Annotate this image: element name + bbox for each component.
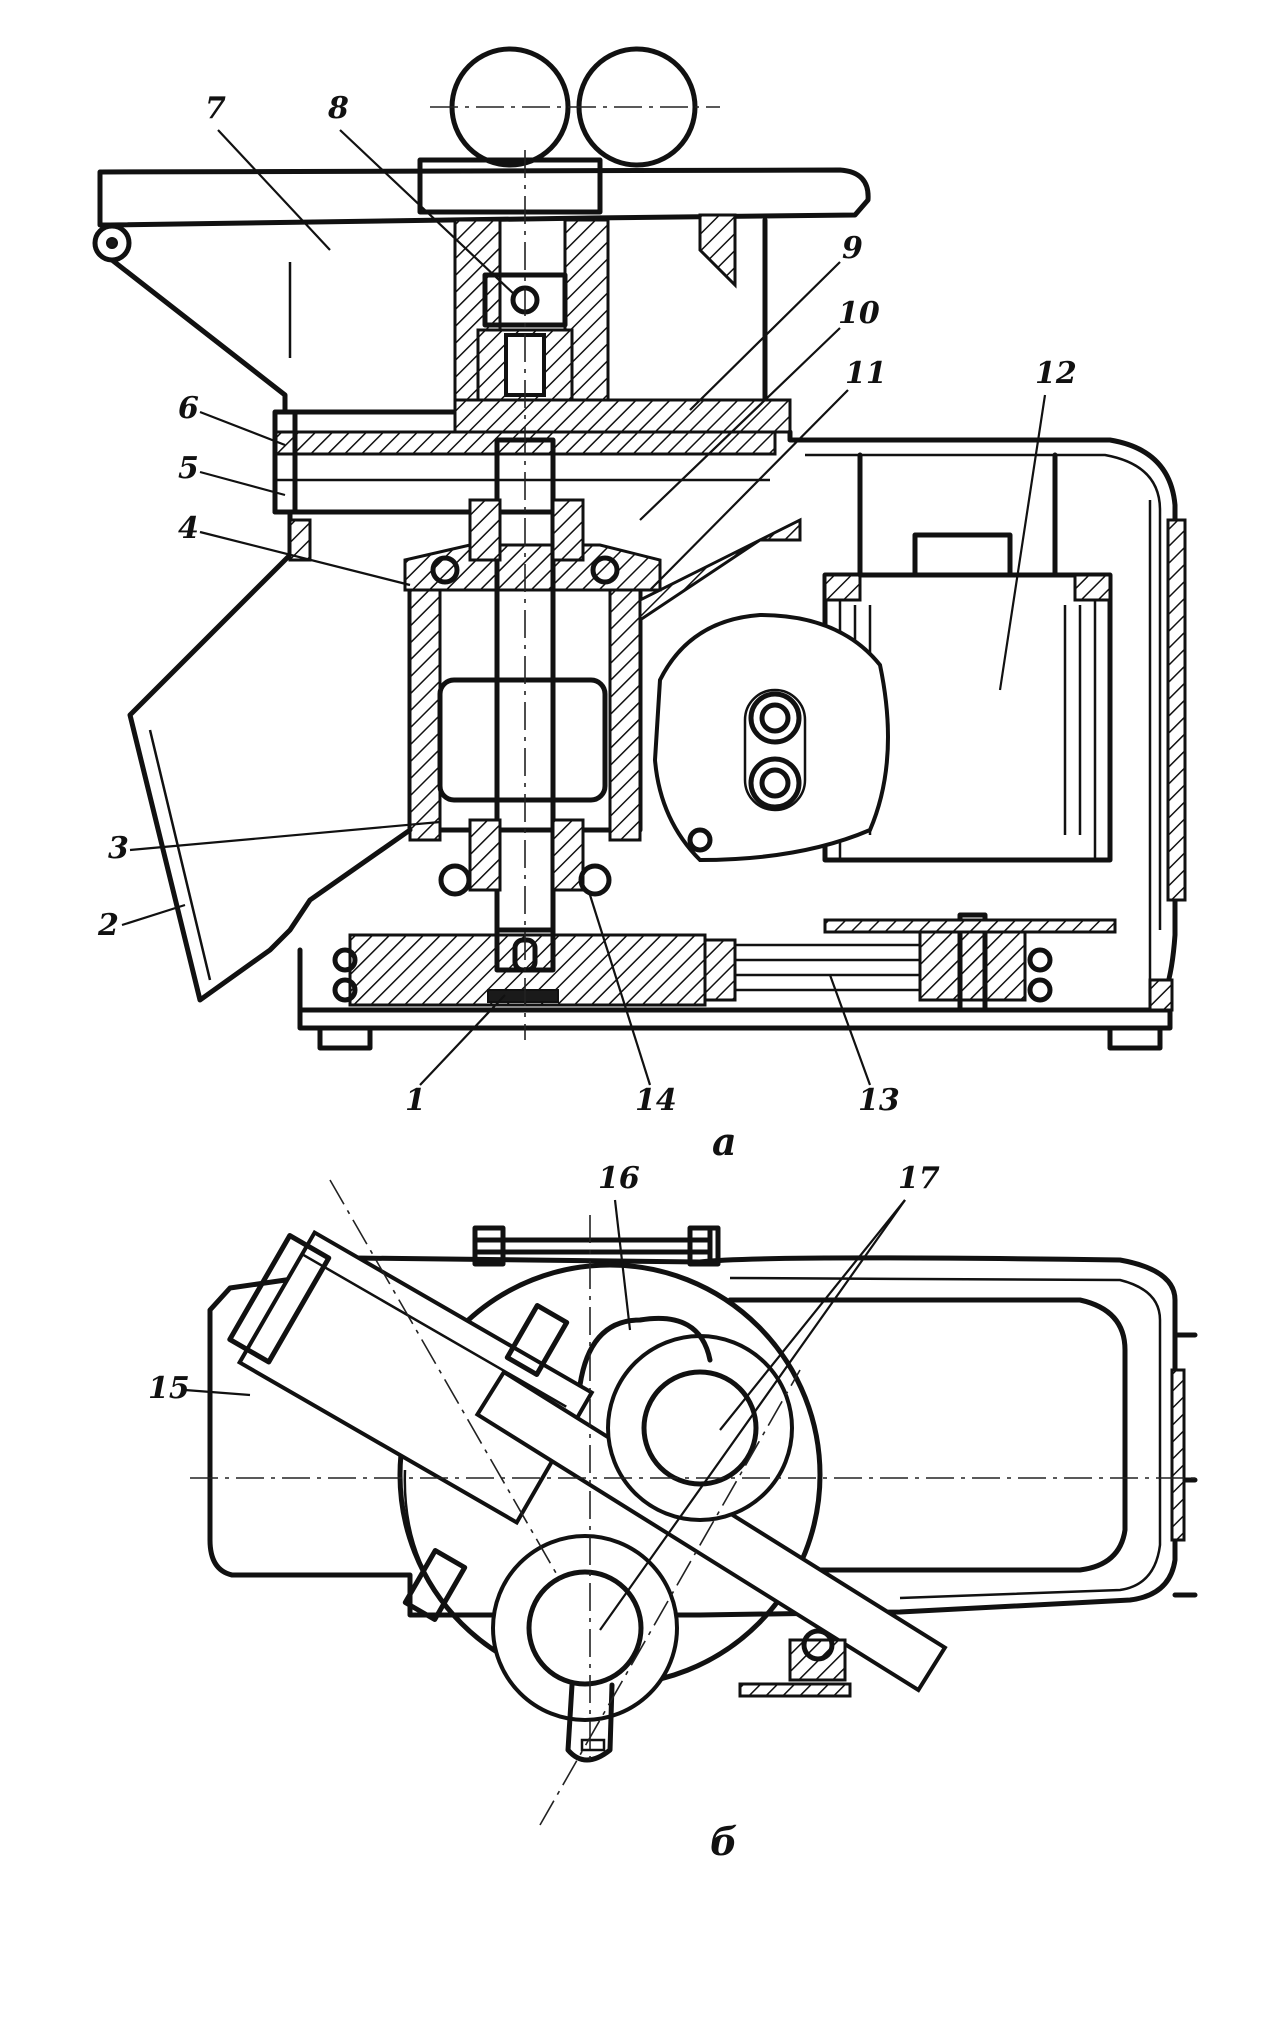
label-3: 3 [108, 831, 129, 866]
plan-body-outline [207, 1255, 1178, 1618]
view-b-labels: 16 17 15 б [148, 1161, 940, 1864]
label-11: 11 [845, 356, 887, 391]
label-6: 6 [178, 391, 199, 426]
chamber-16 [577, 1315, 713, 1388]
caption-a: а [712, 1119, 737, 1164]
label-10: 10 [838, 296, 880, 331]
drive-belt-13 [705, 943, 960, 992]
label-12: 12 [1035, 356, 1077, 391]
label-2: 2 [97, 908, 119, 943]
base-plate [297, 1007, 1173, 1031]
label-14: 14 [635, 1083, 677, 1118]
label-9: 9 [842, 231, 863, 266]
view-a-section-drawing [92, 46, 1187, 1051]
label-5: 5 [178, 451, 199, 486]
vent-grille [1166, 518, 1187, 902]
port-upper [748, 691, 802, 745]
port-lower [748, 756, 802, 810]
discharge-chute [127, 509, 413, 1003]
label-16: 16 [598, 1161, 640, 1196]
top-ball-left [449, 46, 571, 168]
cutter-pocket-lower [491, 1534, 679, 1722]
label-4: 4 [178, 511, 199, 546]
lid-clamp-block [417, 157, 603, 215]
rotor-3 [437, 677, 608, 803]
label-13: 13 [858, 1083, 900, 1118]
view-a-labels: 7 8 9 10 11 12 6 5 4 3 2 1 14 13 а [97, 91, 1077, 1164]
top-bracket [472, 1227, 713, 1265]
label-8: 8 [327, 91, 349, 126]
motor-pulley [918, 928, 1027, 1002]
cutter-pocket-upper [606, 1334, 794, 1522]
plan-inner-pocket [727, 1297, 1128, 1573]
output-stub [565, 1682, 615, 1763]
view-b-plan-drawing [190, 1179, 1200, 1826]
label-7: 7 [205, 91, 226, 126]
hopper-lid [97, 167, 871, 228]
belt-tension-housing [652, 612, 890, 863]
hopper-body [109, 217, 768, 415]
label-15: 15 [148, 1371, 190, 1406]
caption-b: б [710, 1819, 737, 1864]
label-17: 17 [898, 1161, 940, 1196]
label-1: 1 [405, 1083, 426, 1118]
